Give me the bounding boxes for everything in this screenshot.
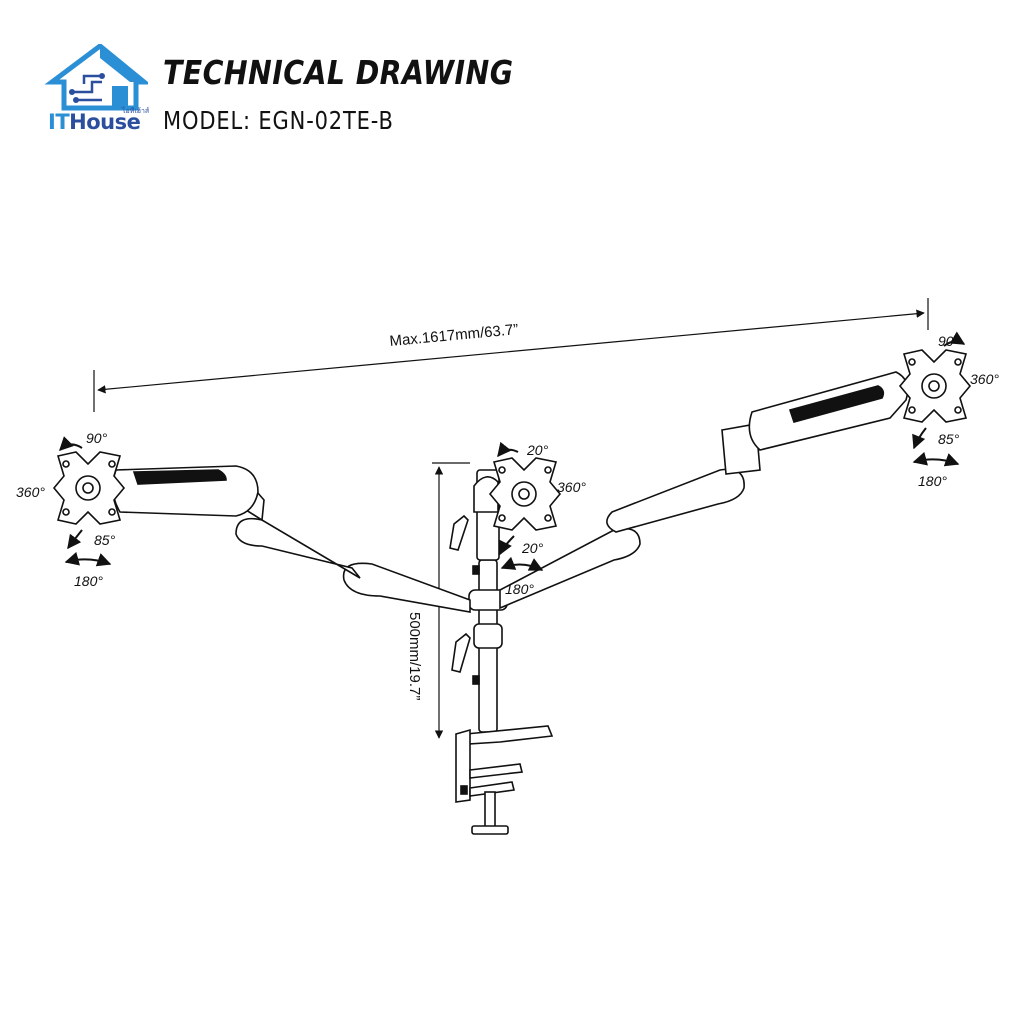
left-rotate-label: 360° [16, 484, 45, 500]
left-arm-cover [132, 469, 227, 485]
center-tilt-up-label: 20° [526, 442, 549, 458]
clamp-bracket-lower [469, 781, 515, 797]
center-swivel-arrow-icon [500, 556, 544, 571]
right-arm-cover [788, 385, 885, 423]
left-tilt-up-arrow-icon [59, 436, 83, 451]
clamp-body [455, 728, 471, 803]
right-rotate-label: 360° [970, 371, 999, 387]
page-title: TECHNICAL DRAWING [163, 53, 514, 92]
logo-house-text: House [69, 110, 141, 134]
pole-collar [473, 623, 503, 649]
right-tilt-down-label: 85° [938, 431, 960, 447]
clamp-bracket-upper [469, 763, 523, 779]
left-tilt-down-arrow-icon [67, 529, 83, 550]
right-swivel-label: 180° [918, 473, 947, 489]
center-tilt-down-arrow-icon [499, 535, 515, 556]
left-middle-arm [235, 517, 361, 579]
center-rotate-label: 360° [557, 479, 586, 495]
left-rotation-arrows [59, 436, 112, 567]
ithouse-logo [44, 44, 148, 111]
logo-wordmark: ITHouse [48, 110, 141, 134]
height-dimension-label: 500mm/19.7” [406, 612, 423, 700]
center-tilt-up-arrow-icon [497, 441, 519, 458]
pole-and-clamp [451, 559, 554, 835]
width-dimension-line [97, 309, 925, 394]
right-swivel-arrow-icon [912, 451, 960, 467]
circuit-trace-icon [72, 74, 102, 102]
left-vesa-plate [52, 451, 126, 525]
clamp-screw [484, 791, 496, 829]
logo-it-text: IT [48, 110, 70, 134]
center-swivel-label: 180° [505, 581, 534, 597]
width-dimension: Max.1617mm/63.7” [93, 298, 929, 412]
left-swivel-label: 180° [74, 573, 103, 589]
right-vesa-plate [898, 349, 972, 423]
right-tilt-up-arrow-icon [943, 331, 966, 347]
width-dimension-label: Max.1617mm/63.7” [389, 321, 519, 350]
left-lower-arm [342, 562, 471, 613]
logo-thai-text: ไอทีเฮ้าส์ [122, 107, 150, 115]
right-rotation-arrows [912, 331, 966, 467]
model-number: MODEL: EGN-02TE-B [163, 106, 394, 135]
center-tilt-joint [473, 476, 499, 513]
left-tilt-up-label: 90° [86, 430, 108, 446]
left-swivel-arrow-icon [64, 551, 112, 567]
center-rotation-arrows [497, 441, 544, 571]
right-tilt-up-label: 90° [938, 333, 960, 349]
house-door-icon [112, 86, 128, 108]
clamp-pad [471, 825, 509, 835]
left-tilt-down-label: 85° [94, 532, 116, 548]
lock-lever-upper [449, 514, 469, 551]
left-arm [112, 465, 471, 613]
house-roof-icon [100, 46, 144, 82]
lock-lever-lower [451, 632, 471, 673]
center-vesa-plate [488, 457, 562, 531]
right-middle-arm [606, 468, 745, 533]
right-arm [499, 371, 909, 610]
center-tilt-down-label: 20° [521, 540, 544, 556]
right-tilt-down-arrow-icon [912, 427, 927, 450]
